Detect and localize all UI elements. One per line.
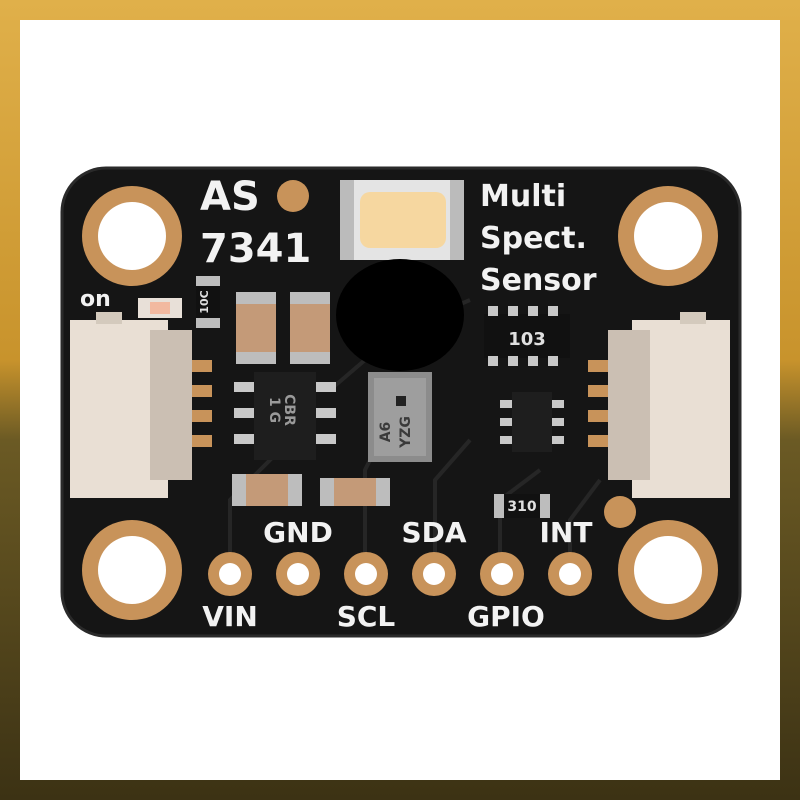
capacitor-4 [320,478,390,506]
power-label: on [80,287,111,312]
mounting-hole-bottom-right [618,520,718,620]
board-title-line2: 7341 [200,226,311,272]
pin-label-sda: SDA [401,516,466,549]
ic-left [234,372,336,460]
ic-right [500,392,564,452]
sensor-window [336,259,464,371]
ic-left-code-2: 1 G [266,397,282,423]
capacitor-2 [290,292,330,364]
pin-label-int: INT [540,516,593,549]
pin-label-gnd: GND [263,516,333,549]
mounting-hole-top-left [82,186,182,286]
pin-label-vin: VIN [202,600,258,633]
mounting-hole-bottom-left [82,520,182,620]
ic-center [368,372,432,462]
resistor-left [196,276,220,328]
mounting-hole-top-right [618,186,718,286]
white-led [340,180,464,260]
board-desc-line1: Multi [480,179,566,214]
resistor-right-code: 310 [507,499,536,515]
stemma-connector-right [588,312,730,498]
ic-center-code-1: A6 [378,422,394,443]
board-desc-line3: Sensor [480,263,597,298]
capacitor-1 [236,292,276,364]
resistor-network [484,306,570,366]
pin-label-scl: SCL [337,600,396,633]
header-pads [208,552,592,596]
resistor-network-code: 103 [508,329,546,350]
pin-label-gpio: GPIO [467,600,545,633]
ic-center-code-2: YZG [398,416,414,449]
power-led [138,298,182,318]
fiducial-right [604,496,636,528]
ic-left-code-1: CBR [281,394,297,426]
capacitor-3 [232,474,302,506]
resistor-right [494,494,550,518]
stemma-connector-left [70,312,212,498]
fiducial-top [277,180,309,212]
board-title-line1: AS [200,174,260,220]
board-desc-line2: Spect. [480,221,587,256]
resistor-left-code: 10C [198,290,211,313]
